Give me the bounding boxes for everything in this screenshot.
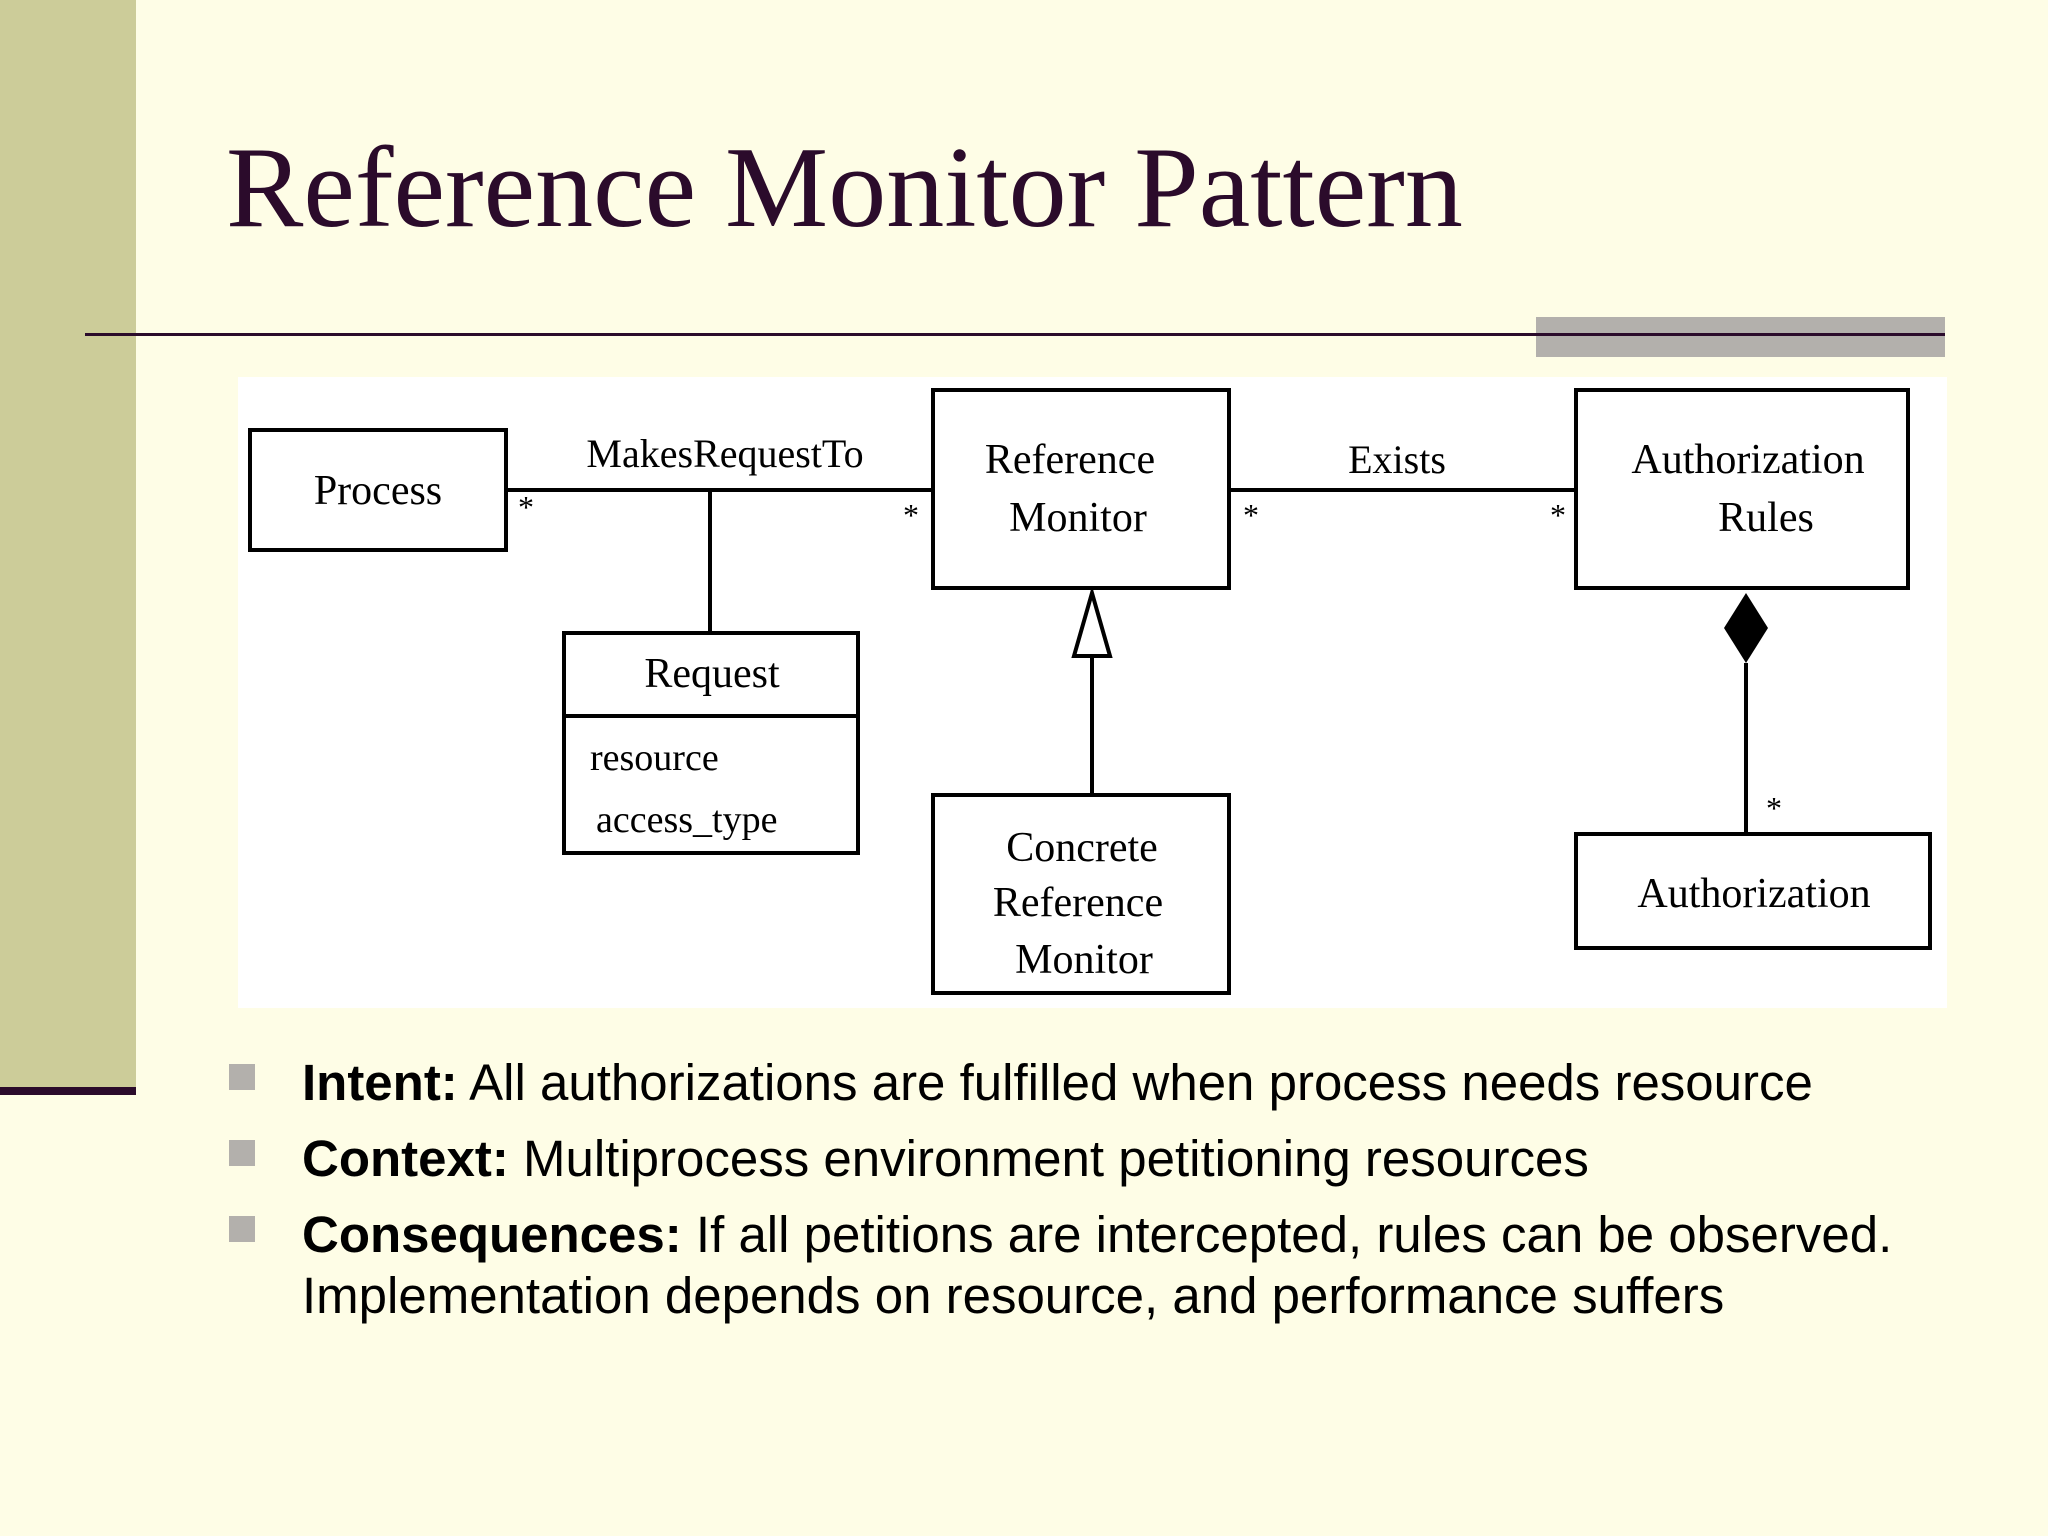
concrete-reference-monitor-class-box xyxy=(931,793,1231,995)
bullet-intent-label: Intent: xyxy=(302,1054,458,1111)
uml-diagram: * * * * * MakesRequestTo Exists Process … xyxy=(238,377,1947,1008)
authorization-rules-class-box xyxy=(1574,388,1910,590)
bullet-consequences-label: Consequences: xyxy=(302,1206,682,1263)
bullet-context: Context: Multiprocess environment petiti… xyxy=(225,1128,1945,1189)
bullet-intent-text: All authorizations are fulfilled when pr… xyxy=(457,1054,1813,1111)
generalization-arrowhead xyxy=(1071,585,1113,658)
composition-diamond xyxy=(1724,593,1768,663)
bullet-square-icon xyxy=(229,1140,255,1166)
slide-title: Reference Monitor Pattern xyxy=(226,124,1463,252)
multiplicity-reference-monitor-left: * xyxy=(903,497,919,533)
title-rule xyxy=(85,333,1945,336)
bullet-context-label: Context: xyxy=(302,1130,509,1187)
bullet-square-icon xyxy=(229,1216,255,1242)
reference-monitor-name-line1: Reference xyxy=(985,437,1155,483)
reference-monitor-name-line2: Monitor xyxy=(1009,495,1147,541)
multiplicity-authorization: * xyxy=(1766,790,1782,826)
process-class-name: Process xyxy=(314,468,442,514)
authorization-rules-name-line2: Rules xyxy=(1718,495,1814,541)
title-rule-accent xyxy=(1536,317,1945,357)
bullet-square-icon xyxy=(229,1064,255,1090)
bullet-intent: Intent: All authorizations are fulfilled… xyxy=(225,1052,1945,1113)
sidebar-band xyxy=(0,0,136,1093)
bullet-context-text: Multiprocess environment petitioning res… xyxy=(508,1130,1589,1187)
concrete-reference-monitor-name-line3: Monitor xyxy=(1015,937,1153,983)
reference-monitor-class-box xyxy=(931,388,1231,590)
sidebar-edge xyxy=(0,1087,136,1095)
bullet-consequences: Consequences: If all petitions are inter… xyxy=(225,1204,1945,1326)
makes-request-to-label: MakesRequestTo xyxy=(586,431,863,476)
bullet-list: Intent: All authorizations are fulfilled… xyxy=(225,1052,1945,1341)
request-attribute-resource: resource xyxy=(590,737,719,779)
bullet-consequences-text: If all petitions are intercepted, rules … xyxy=(302,1206,1893,1324)
concrete-reference-monitor-name-line1: Concrete xyxy=(1006,825,1158,871)
authorization-class-name: Authorization xyxy=(1637,871,1870,917)
multiplicity-authorization-rules: * xyxy=(1550,497,1566,533)
request-class-name: Request xyxy=(644,651,780,697)
multiplicity-reference-monitor-right: * xyxy=(1243,497,1259,533)
title-rule-overlay xyxy=(1536,333,1945,336)
concrete-reference-monitor-name-line2: Reference xyxy=(993,880,1163,926)
authorization-rules-name-line1: Authorization xyxy=(1631,437,1864,483)
multiplicity-process: * xyxy=(518,489,534,525)
exists-label: Exists xyxy=(1348,437,1446,482)
request-attribute-access-type: access_type xyxy=(596,799,777,841)
authorization-class-box xyxy=(1574,832,1932,950)
